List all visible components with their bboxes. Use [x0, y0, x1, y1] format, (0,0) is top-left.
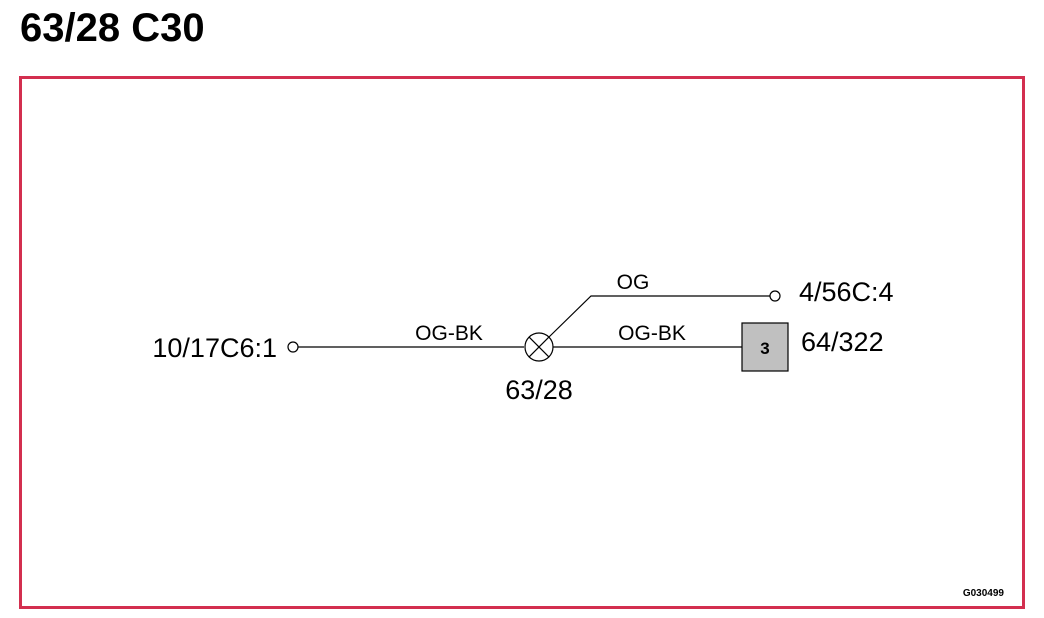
wire-left-label: OG-BK: [415, 322, 483, 345]
top-right-terminal[interactable]: 4/56C:4: [769, 277, 894, 307]
connector-pin-label: 3: [760, 339, 769, 358]
splice-node[interactable]: 63/28: [505, 332, 573, 405]
splice-crossed-circle-icon: [524, 332, 554, 362]
page-title: 63/28 C30: [20, 6, 205, 50]
left-terminal[interactable]: 10/17C6:1: [152, 333, 299, 363]
left-terminal-label: 10/17C6:1: [152, 333, 277, 363]
wire-top-branch-label: OG: [617, 271, 650, 294]
wire-top-branch: [548, 295, 770, 338]
diagram-frame: [19, 76, 1025, 609]
connector-box-icon: [741, 322, 789, 372]
top-right-terminal-label: 4/56C:4: [799, 277, 894, 307]
splice-label: 63/28: [505, 375, 573, 405]
wire-right-label: OG-BK: [618, 322, 686, 345]
right-connector[interactable]: 3 64/322: [741, 322, 884, 372]
drawing-code: G030499: [963, 588, 1005, 599]
terminal-circle-icon: [287, 341, 299, 353]
terminal-circle-icon: [769, 290, 781, 302]
right-connector-label: 64/322: [801, 327, 884, 357]
